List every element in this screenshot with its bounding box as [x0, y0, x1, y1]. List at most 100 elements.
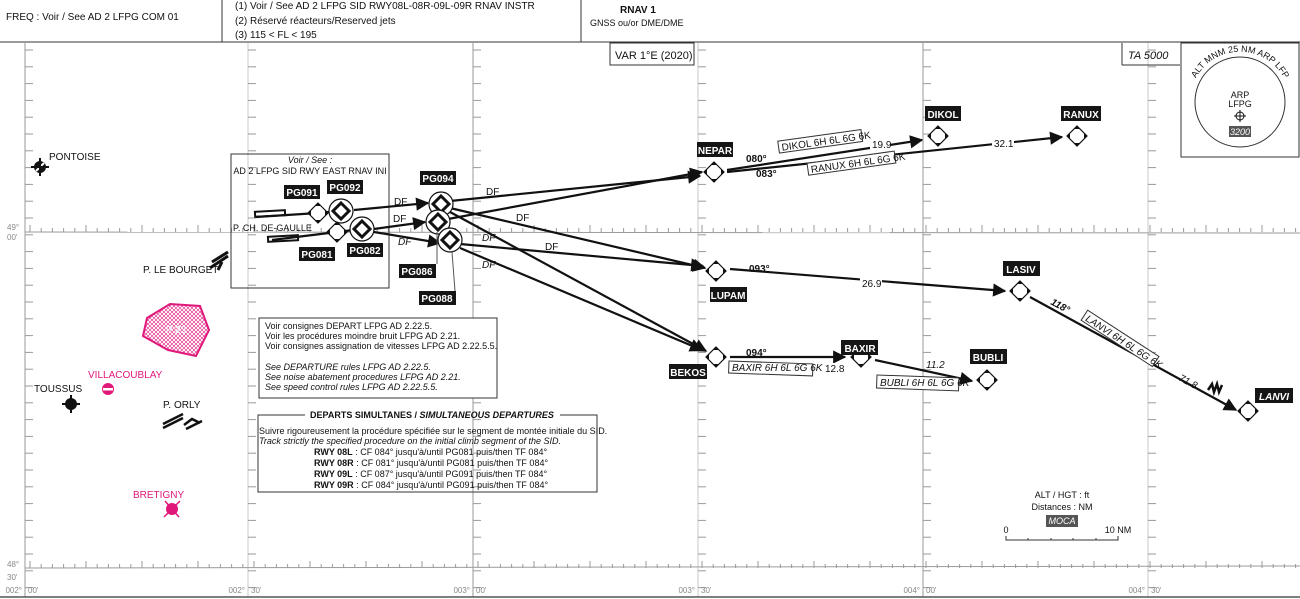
waypoint-label-nepar: NEPAR	[698, 146, 733, 157]
flyover-waypoint-icon[interactable]	[425, 209, 451, 235]
distance-label: 19.9	[872, 140, 892, 151]
instruction-line: Voir les procédures moindre bruit LFPG A…	[265, 331, 460, 341]
leg-type-label: DF	[482, 260, 496, 271]
lat-label: 30'	[7, 573, 18, 582]
inset-ref: AD 2 LFPG SID RWY EAST RNAV INI	[233, 166, 386, 176]
waypoint-label-dikol: DIKOL	[927, 110, 958, 121]
flyby-waypoint-icon[interactable]	[703, 161, 725, 183]
waypoint-label-ranux: RANUX	[1063, 110, 1099, 121]
aerodromes: PONTOISE P. LE BOURGET P 23 VILLACOUBLAY…	[31, 152, 229, 518]
variation-box	[609, 42, 695, 66]
route-leg	[459, 246, 704, 352]
flyover-waypoint-icon[interactable]	[328, 198, 354, 224]
waypoint-label-lasiv: LASIV	[1006, 265, 1036, 276]
route-leg	[373, 230, 442, 248]
course-label: 083°	[756, 169, 777, 180]
arp-crosshair-icon	[1234, 110, 1246, 122]
aerodrome-runway-icon	[209, 250, 229, 271]
route-leg	[459, 242, 705, 272]
arp-label: ARP	[1231, 90, 1250, 100]
waypoint-label-pg082: PG082	[349, 246, 381, 257]
lon-label: 003°	[453, 586, 470, 595]
route-leg	[353, 197, 430, 212]
note-2: (2) Réservé réacteurs/Reserved jets	[235, 16, 396, 27]
area-label-p23: P 23	[166, 325, 187, 336]
not-to-scale-break-icon	[1206, 379, 1224, 397]
route-leg	[255, 211, 319, 219]
waypoint-label-bekos: BEKOS	[670, 368, 706, 379]
departure-instructions: Voir consignes DEPART LFPG AD 2.22.5. Vo…	[258, 317, 498, 399]
aerodrome-label-pontoise: PONTOISE	[49, 152, 101, 163]
msa-altitude: 3200	[1230, 127, 1250, 137]
header: FREQ : Voir / See AD 2 LFPG COM 01 (1) V…	[0, 0, 1300, 43]
simultaneous-row: RWY 08L : CF 084° jusqu'à/until PG081 pu…	[314, 447, 547, 457]
lon-label: 004°	[903, 586, 920, 595]
distance-label: 32.1	[994, 139, 1014, 150]
lat-label: 48°	[7, 560, 19, 569]
simultaneous-row: RWY 09L : CF 087° jusqu'à/until PG091 pu…	[314, 469, 547, 479]
instruction-line: See noise abatement procedures LFPG AD 2…	[265, 372, 461, 382]
waypoint-label-pg088: PG088	[421, 294, 453, 305]
df-labels: DF DF DF DF DF DF DF DF	[393, 187, 558, 271]
leg-type-label: DF	[516, 213, 529, 224]
scale-bar	[1005, 536, 1119, 541]
simultaneous-row: RWY 09R : CF 084° jusqu'à/until PG091 pu…	[314, 480, 548, 490]
flyby-waypoint-icon[interactable]	[1009, 280, 1031, 302]
route-designator: BUBLI 6H 6L 6G 6K	[880, 378, 971, 389]
lon-label: 30'	[701, 586, 712, 595]
transition-altitude: TA 5000	[1128, 50, 1169, 62]
flyover-waypoint-icon[interactable]	[437, 227, 463, 253]
lon-label: 00'	[28, 586, 39, 595]
aerodrome-label-orly: P. ORLY	[163, 400, 201, 411]
distance-label: 12.8	[825, 364, 845, 375]
simultaneous-line: Track strictly the specified procedure o…	[259, 436, 561, 446]
lon-label: 30'	[251, 586, 262, 595]
units-dist: Distances : NM	[1031, 502, 1092, 512]
route-leg	[449, 211, 708, 352]
leg-type-label: DF	[545, 242, 558, 253]
route-leg	[447, 167, 704, 221]
leg-type-label: DF	[394, 197, 407, 208]
course-label: 080°	[746, 154, 767, 165]
flyby-waypoint-icon[interactable]	[705, 346, 727, 368]
military-aerodrome-icon	[102, 383, 114, 395]
aerodrome-runway-icon	[162, 412, 203, 431]
simultaneous-departures-box: DEPARTS SIMULTANES / SIMULTANEOUS DEPART…	[257, 410, 607, 493]
lat-label: 49°	[7, 223, 19, 232]
flyby-waypoint-icon[interactable]	[705, 260, 727, 282]
inset-title: Voir / See :	[288, 155, 333, 165]
magnetic-variation: VAR 1°E (2020)	[615, 50, 693, 62]
simultaneous-title: DEPARTS SIMULTANES / SIMULTANEOUS DEPART…	[310, 410, 554, 420]
lat-label: 00'	[7, 233, 18, 242]
flyby-waypoint-icon[interactable]	[976, 369, 998, 391]
flyby-waypoint-icon[interactable]	[1237, 400, 1259, 422]
leg-type-label: DF	[398, 237, 412, 248]
graticule	[24, 43, 1300, 597]
units-alt: ALT / HGT : ft	[1035, 490, 1090, 500]
flyby-waypoint-icon[interactable]	[927, 125, 949, 147]
flyby-waypoint-icon[interactable]	[326, 221, 348, 243]
prohibited-area-p23	[141, 302, 211, 358]
route-leg	[271, 230, 338, 242]
aerodrome-label-toussus: TOUSSUS	[34, 384, 82, 395]
leg-type-label: DF	[486, 187, 499, 198]
lon-label: 002°	[228, 586, 245, 595]
route-leg	[449, 206, 707, 272]
waypoint-label-bubli: BUBLI	[973, 353, 1004, 364]
waypoint-label-lupam: LUPAM	[711, 291, 746, 302]
lon-label: 003°	[678, 586, 695, 595]
flyby-waypoint-icon[interactable]	[1066, 125, 1088, 147]
arp-label: LFPG	[1228, 99, 1252, 109]
flyby-waypoint-icon[interactable]	[307, 202, 329, 224]
waypoint-label-pg094: PG094	[422, 174, 454, 185]
waypoint-label-lanvi: LANVI	[1259, 392, 1289, 403]
flyover-waypoint-icon[interactable]	[349, 216, 375, 242]
scale-start: 0	[1003, 525, 1008, 535]
leg-type-label: DF	[482, 233, 496, 244]
lon-label: 30'	[1151, 586, 1162, 595]
cdg-label: P. CH. DE-GAULLE	[233, 223, 312, 233]
nav-spec: RNAV 1	[620, 5, 656, 16]
waypoint-label-baxir: BAXIR	[844, 344, 876, 355]
aerodrome-label-villacoublay: VILLACOUBLAY	[88, 370, 163, 381]
